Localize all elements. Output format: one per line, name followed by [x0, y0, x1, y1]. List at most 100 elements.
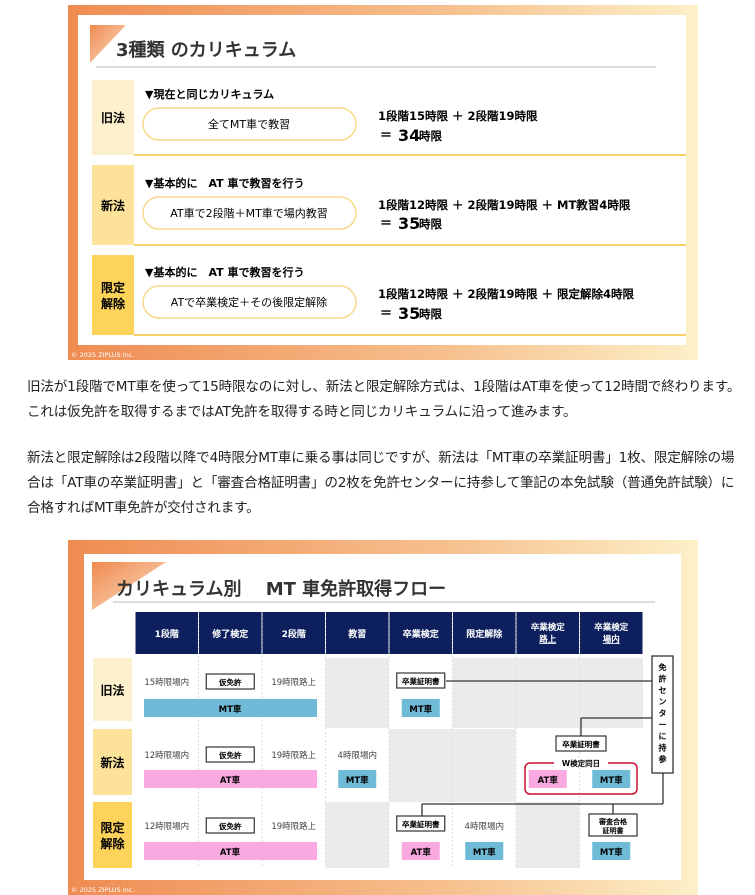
row-label: 新法	[100, 755, 124, 770]
car-bar-label: MT車	[219, 704, 242, 715]
course-exam-car-chip	[592, 842, 631, 860]
row-label-box	[93, 802, 132, 868]
paragraph-1: 旧法が1段階でMT車を使って15時限なのに対し、新法と限定解除方式は、1段階はA…	[27, 379, 741, 420]
row-heading: ▼基本的に AT 車で教習を行う	[145, 265, 304, 279]
stage1-text: 15時限場内	[144, 677, 189, 688]
row-label: 旧法	[100, 683, 124, 698]
license-center-char: ー	[659, 721, 667, 730]
row-label: 限定	[100, 820, 124, 835]
curriculum-comparison-figure: 3種類 のカリキュラム 旧法 ▼現在と同じカリキュラム 全てMT車で教習 1段階…	[68, 5, 698, 360]
table-cell	[262, 729, 326, 802]
license-center-char: ン	[659, 698, 667, 707]
row-label: 旧法	[101, 110, 125, 125]
license-center-char: セ	[659, 686, 667, 695]
course-exam-car: MT車	[600, 847, 623, 858]
table-cell	[389, 729, 453, 802]
provisional-license: 仮免許	[218, 750, 242, 760]
row-label-box	[93, 729, 132, 795]
lesson-car: MT車	[473, 847, 496, 858]
table-cell	[135, 729, 199, 802]
pill-text: 全てMT車で教習	[208, 117, 290, 131]
header-label: 限定解除	[466, 628, 503, 640]
header-label: 修了検定	[211, 628, 249, 640]
header-cell	[326, 612, 389, 654]
pill-text: ATで卒業検定＋その後限定解除	[171, 295, 327, 309]
header-cell	[389, 612, 452, 654]
road-exam-car: AT車	[538, 775, 559, 786]
title-accent	[92, 562, 166, 610]
car-bar-label: AT車	[220, 775, 241, 786]
provisional-license-box	[205, 817, 255, 834]
road-exam-car-chip	[528, 770, 567, 788]
car-bar	[144, 842, 317, 860]
header-label: 卒業検定	[403, 628, 440, 640]
row-label-box	[92, 165, 134, 245]
row-heading: ▼基本的に AT 車で教習を行う	[145, 176, 304, 190]
header-cell	[516, 612, 579, 654]
header-label: 卒業検定	[531, 622, 566, 633]
table-cell	[452, 658, 516, 728]
table-cell	[579, 658, 643, 728]
table-cell	[198, 658, 262, 728]
car-bar	[144, 770, 317, 788]
row-label-box	[92, 80, 134, 155]
stage2-text: 19時限路上	[271, 821, 316, 832]
license-center-char: 許	[659, 674, 667, 684]
paragraph-2: 新法と限定解除は2段階以降で4時限分MT車に乗る事は同じですが、新法は「MT車の…	[27, 450, 735, 516]
row-label: 新法	[101, 198, 125, 213]
graduation-certificate-box	[396, 815, 446, 832]
exam-car: MT車	[409, 704, 432, 715]
same-day-label-bg	[554, 758, 608, 768]
row-pill	[142, 196, 357, 230]
table-cell	[325, 729, 389, 802]
provisional-license: 仮免許	[218, 677, 242, 687]
header-cell	[453, 612, 516, 654]
license-center-char: 参	[658, 754, 668, 764]
course-exam-car: MT車	[600, 775, 623, 786]
table-cell	[325, 802, 389, 868]
header-label: 2段階	[282, 628, 306, 640]
table-cell	[198, 729, 262, 802]
total-value: 34	[398, 126, 420, 145]
lesson-car-chip	[465, 842, 504, 860]
table-cell	[516, 658, 580, 728]
graduation-certificate: 卒業証明書	[402, 676, 440, 686]
row-label-box	[92, 255, 134, 335]
formula: 1段階12時限 ＋ 2段階19時限 ＋ MT教習4時限	[378, 198, 631, 212]
total-unit: 時限	[419, 307, 442, 321]
header-cell	[262, 612, 325, 654]
header-label: 教習	[347, 628, 366, 640]
provisional-license-box	[205, 746, 255, 763]
stage1-text: 12時限場内	[144, 750, 189, 761]
total-unit: 時限	[419, 217, 442, 231]
row-label-2: 解除	[101, 296, 126, 311]
exam-car: AT車	[411, 847, 432, 858]
formula: 1段階12時限 ＋ 2段階19時限 ＋ 限定解除4時限	[378, 287, 635, 301]
row-heading: ▼現在と同じカリキュラム	[145, 87, 274, 101]
figure-title: カリキュラム別 MT 車免許取得フロー	[116, 578, 446, 600]
car-bar	[144, 699, 317, 717]
total-value: 35	[398, 214, 420, 233]
table-cell	[516, 802, 580, 868]
formula: 1段階15時限 ＋ 2段階19時限	[378, 109, 538, 123]
row-label-2: 解除	[100, 836, 125, 851]
row-old-law: 旧法 ▼現在と同じカリキュラム 全てMT車で教習 1段階15時限 ＋ 2段階19…	[92, 80, 686, 156]
car-bar-label: AT車	[220, 847, 241, 858]
lesson-car-chip	[338, 770, 377, 788]
header-label: 卒業検定	[594, 622, 629, 633]
license-center-char: 免	[659, 662, 667, 672]
graduation-certificate: 卒業証明書	[402, 819, 440, 829]
lesson-car: MT車	[346, 775, 369, 786]
provisional-license: 仮免許	[218, 821, 242, 831]
stage1-text: 12時限場内	[144, 821, 189, 832]
table-cell	[325, 658, 389, 728]
course-exam-car-chip	[592, 770, 631, 788]
total-value: 35	[398, 304, 420, 323]
copyright: © 2025 ZIPLUS Inc.	[71, 886, 134, 894]
table-cell	[389, 658, 453, 728]
row-pill	[142, 285, 357, 319]
stage2-text: 19時限路上	[271, 750, 316, 761]
graduation-certificate: 卒業証明書	[562, 739, 600, 749]
